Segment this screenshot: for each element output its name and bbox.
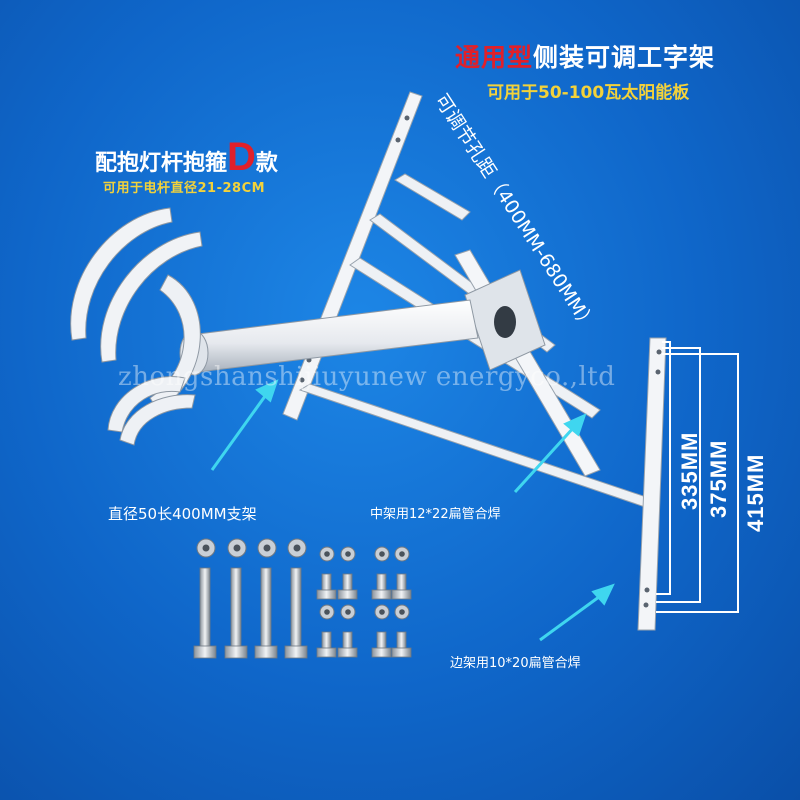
- title-highlight: 通用型: [455, 43, 534, 72]
- dimension-335: 335MM: [677, 431, 702, 510]
- lower-brace: [298, 383, 656, 509]
- side-frame-label: 边架用10*20扁管合焊: [450, 656, 581, 671]
- short-bolts: [316, 573, 412, 658]
- clamp-title: 配抱灯杆抱箍D款: [95, 135, 278, 180]
- hoop-clamp-2: [100, 231, 203, 363]
- clamp-title-letter: D: [227, 135, 256, 179]
- dimension-375: 375MM: [706, 439, 731, 518]
- clamp-title-prefix: 配抱灯杆抱箍: [95, 151, 228, 176]
- hoop-clamp-1: [70, 207, 173, 341]
- support-label: 直径50长400MM支架: [108, 505, 257, 523]
- right-side-frame: [637, 337, 667, 631]
- callout-arrows: [210, 379, 615, 642]
- cross-member-low: [394, 173, 471, 221]
- product-title: 通用型侧装可调工字架: [455, 38, 715, 74]
- middle-frame-label: 中架用12*22扁管合焊: [370, 507, 501, 522]
- title-rest: 侧装可调工字架: [533, 43, 716, 72]
- dimension-415: 415MM: [743, 453, 768, 532]
- clamp-subtitle: 可用于电杆直径21-28CM: [103, 181, 266, 196]
- product-subtitle: 可用于50-100瓦太阳能板: [487, 83, 690, 103]
- clamp-title-suffix: 款: [255, 151, 278, 176]
- long-bolts: [193, 567, 308, 659]
- watermark: zhongshanshijiuyunew energyco.,ltd: [118, 362, 616, 392]
- dimension-lines: [656, 341, 739, 613]
